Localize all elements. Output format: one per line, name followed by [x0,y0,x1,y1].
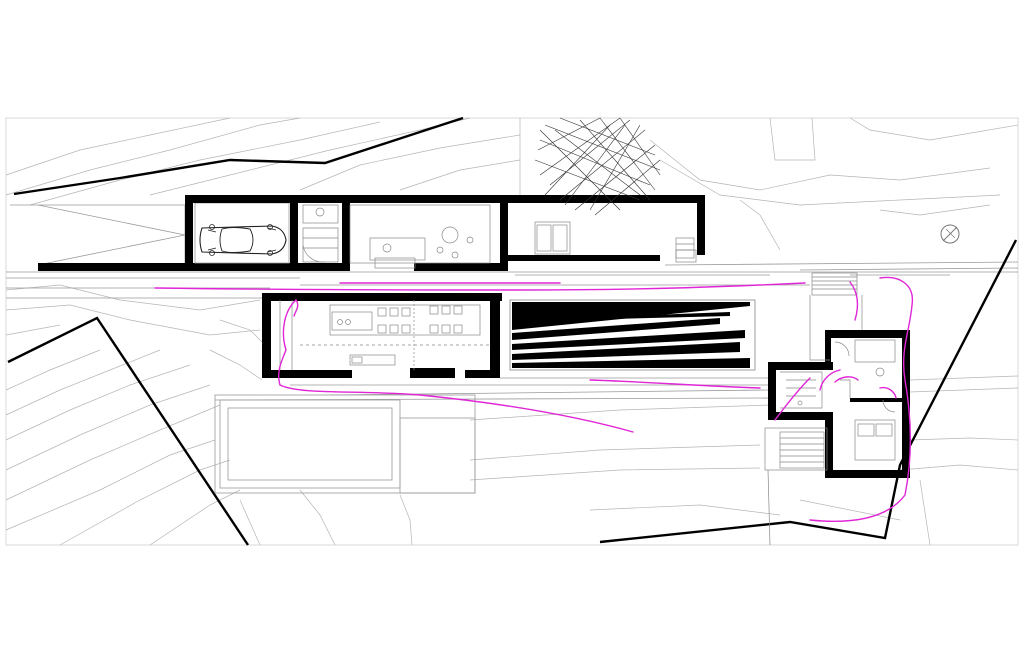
garage [10,195,298,271]
living-block-walls [262,293,502,378]
bedroom-block-interior [780,339,896,461]
drawing-frame [5,117,1019,546]
car-icon [199,224,287,256]
terrain-contours-upper [5,117,1019,251]
upper-stairs [675,249,858,296]
upper-block-interior [302,204,695,269]
pool [214,394,476,494]
site-boundary [7,116,1018,546]
upper-block-walls [185,195,705,271]
bedroom-block-walls [768,330,910,478]
terrain-contours-lower [5,284,266,546]
terrain-contours-south [239,375,1019,546]
living-block-interior [279,300,490,370]
tree-canopy-icon [534,117,661,216]
north-arrow-icon [940,224,960,244]
circulation-paths [154,276,914,522]
wedge-feature [509,299,756,371]
outdoor-steps [764,295,863,546]
